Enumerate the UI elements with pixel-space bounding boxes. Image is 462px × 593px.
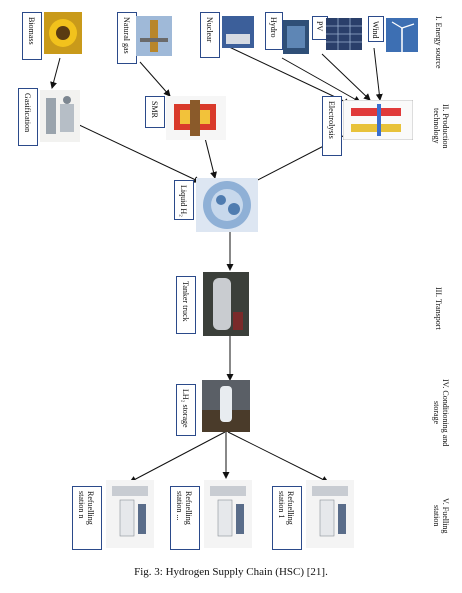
arrow-gasification-lh2 [74,122,201,183]
tanker-truck-image [203,272,249,336]
station-n-label-box: Refuelling station n [72,486,102,550]
stage-label-energy-source: I. Energy source [434,15,443,69]
station-n-label: Refuelling station n [77,491,95,525]
electrolysis-label: Electrolysis [327,101,336,139]
lh2-storage-label-box: LH₂ storage [176,384,196,436]
arrow-nuclear-electrolysis [224,44,351,105]
arrow-biomass-gasification [50,57,61,89]
electrolyser-image [343,100,413,140]
station-mid-image [204,480,252,548]
pv-image [326,18,362,50]
station-1-image [306,480,354,548]
arrow-hydro-electrolysis [281,57,361,103]
hydro-label-box: Hydro [265,12,283,50]
liquid-h2-label-box: Liquid H₂ [174,180,194,220]
station-n-image [106,480,154,548]
gasification-label-box: Gasification [18,88,38,146]
liquid-hydrogen-image [196,178,258,232]
wind-label-box: Wind [368,16,384,42]
arrow-smr-lh2 [204,137,217,179]
stage-label-conditioning: IV. Conditioning and storage [432,379,450,447]
smr-label: SMR [150,101,159,118]
electrolysis-label-box: Electrolysis [322,96,342,156]
wind-turbine-image [386,18,418,52]
biomass-label: Biomass [27,17,36,45]
gasification-plant-image [40,90,80,142]
arrow-storage-station-1 [227,431,329,483]
nuclear-label: Nuclear [205,17,214,43]
natural-gas-label-box: Natural gas [117,12,137,64]
figure-caption: Fig. 3: Hydrogen Supply Chain (HSC) [21]… [134,566,328,578]
stage-label-production: II. Production technology [432,103,450,149]
biomass-label-box: Biomass [22,12,42,60]
smr-reactor-image [166,96,226,140]
station-1-label-box: Refuelling station 1 [272,486,302,550]
arrow-gas-smr [139,61,171,97]
hydro-image [283,20,309,54]
arrow-storage-station-n [129,431,226,483]
tanker-truck-label: Tanker truck [181,281,190,322]
lh2-storage-image [202,380,250,432]
liquid-h2-label: Liquid H₂ [179,185,188,217]
arrow-wind-electrolysis [373,47,383,101]
arrow-pv-electrolysis [321,53,371,101]
smr-label-box: SMR [145,96,165,128]
natural-gas-label: Natural gas [122,17,131,54]
station-1-label: Refuelling station 1 [277,491,295,525]
gasification-label: Gasification [23,93,32,133]
stage-label-fuelling: V. Fuelling station [432,498,450,534]
hydro-label: Hydro [269,17,278,38]
nuclear-label-box: Nuclear [200,12,220,58]
lh2-storage-label: LH₂ storage [181,389,190,428]
pv-label-box: PV [312,16,328,40]
tanker-truck-label-box: Tanker truck [176,276,196,334]
station-mid-label: Refuelling station ... [175,491,193,525]
nuclear-image [222,16,254,48]
stage-label-transport: III. Transport [434,286,443,330]
natural-gas-image [136,16,172,56]
wind-label: Wind [371,21,380,39]
sunflower-image [44,12,82,54]
station-mid-label-box: Refuelling station ... [170,486,200,550]
pv-label: PV [315,21,324,32]
